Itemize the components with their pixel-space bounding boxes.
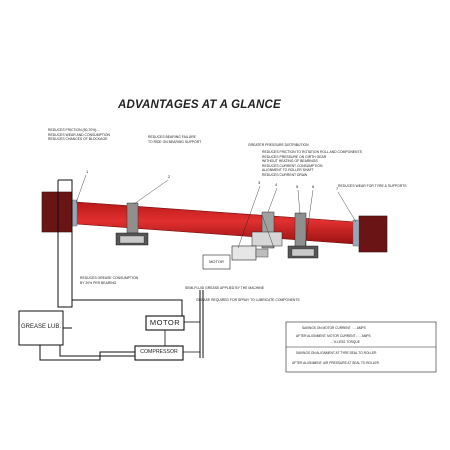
small-motor-box <box>202 254 231 270</box>
legend-line-5: AFTER ALIGNMENT: AIR PRESSURE AT SEAL TO… <box>292 361 379 365</box>
callout-leaders <box>75 174 357 249</box>
callout-2: 2 <box>168 174 171 179</box>
note-grease: REDUCES GREASE CONSUMPTION BY 20% PER BE… <box>80 276 139 285</box>
note-motor-1: SEMI-FLUID GREASE APPLIED BY THE MACHINE <box>185 286 265 290</box>
callout-4: 4 <box>275 182 278 187</box>
drive-gearbox <box>231 245 257 261</box>
compressor-label: COMPRESSOR <box>140 349 178 355</box>
note-top-right-2: REDUCES FRICTION TO ROTATION ROLL AND CO… <box>262 150 362 177</box>
small-motor-label: MOTOR <box>209 259 224 264</box>
legend-line-3: ... % LESS TORQUE <box>330 340 360 344</box>
legend-line-1: SAVINGS ON MOTOR CURRENT : ... AMPS <box>302 326 366 330</box>
support-base-2 <box>291 248 315 257</box>
callout-5: 5 <box>296 184 299 189</box>
grease-lub-label: GREASE LUB. <box>20 324 61 330</box>
note-motor-2: GREASE REQUIRED FOR SPRAY TO LUBRICATE C… <box>196 298 300 302</box>
note-top-right-1: GREATER PRESSURE DISTRIBUTION <box>248 143 309 147</box>
grease-piping <box>18 179 204 361</box>
gear-housing <box>251 231 283 247</box>
kiln-left-seal <box>71 199 78 227</box>
callout-6: 6 <box>312 184 315 189</box>
tyre-1 <box>126 202 139 234</box>
compressor-box <box>134 345 184 361</box>
kiln-right-end-cap <box>358 215 388 253</box>
diagram-title: ADVANTAGES AT A GLANCE <box>118 99 281 111</box>
motor-label: MOTOR <box>149 318 181 327</box>
callout-7: 7 <box>336 186 339 191</box>
note-top-mid: REDUCES BEARING FAILURE TO RIDE ON BEARI… <box>148 135 202 144</box>
kiln-left-end-cap <box>41 191 73 233</box>
note-top-right-3: REDUCES WEAR FOR TYRE & SUPPORTS <box>338 184 407 188</box>
callout-1: 1 <box>86 169 89 174</box>
legend-line-2: AFTER ALIGNMENT: MOTOR CURRENT - ... AMP… <box>296 334 371 338</box>
tyre-2 <box>294 212 307 248</box>
note-top-left: REDUCES FRICTION (50-70%) ... REDUCES WE… <box>48 128 110 142</box>
support-base-1 <box>119 235 145 244</box>
legend-line-4: SAVINGS ON ALIGNMENT AT TYRE SEAL TO ROL… <box>296 351 377 355</box>
callout-3: 3 <box>258 180 261 185</box>
kiln-right-seal <box>352 219 360 247</box>
